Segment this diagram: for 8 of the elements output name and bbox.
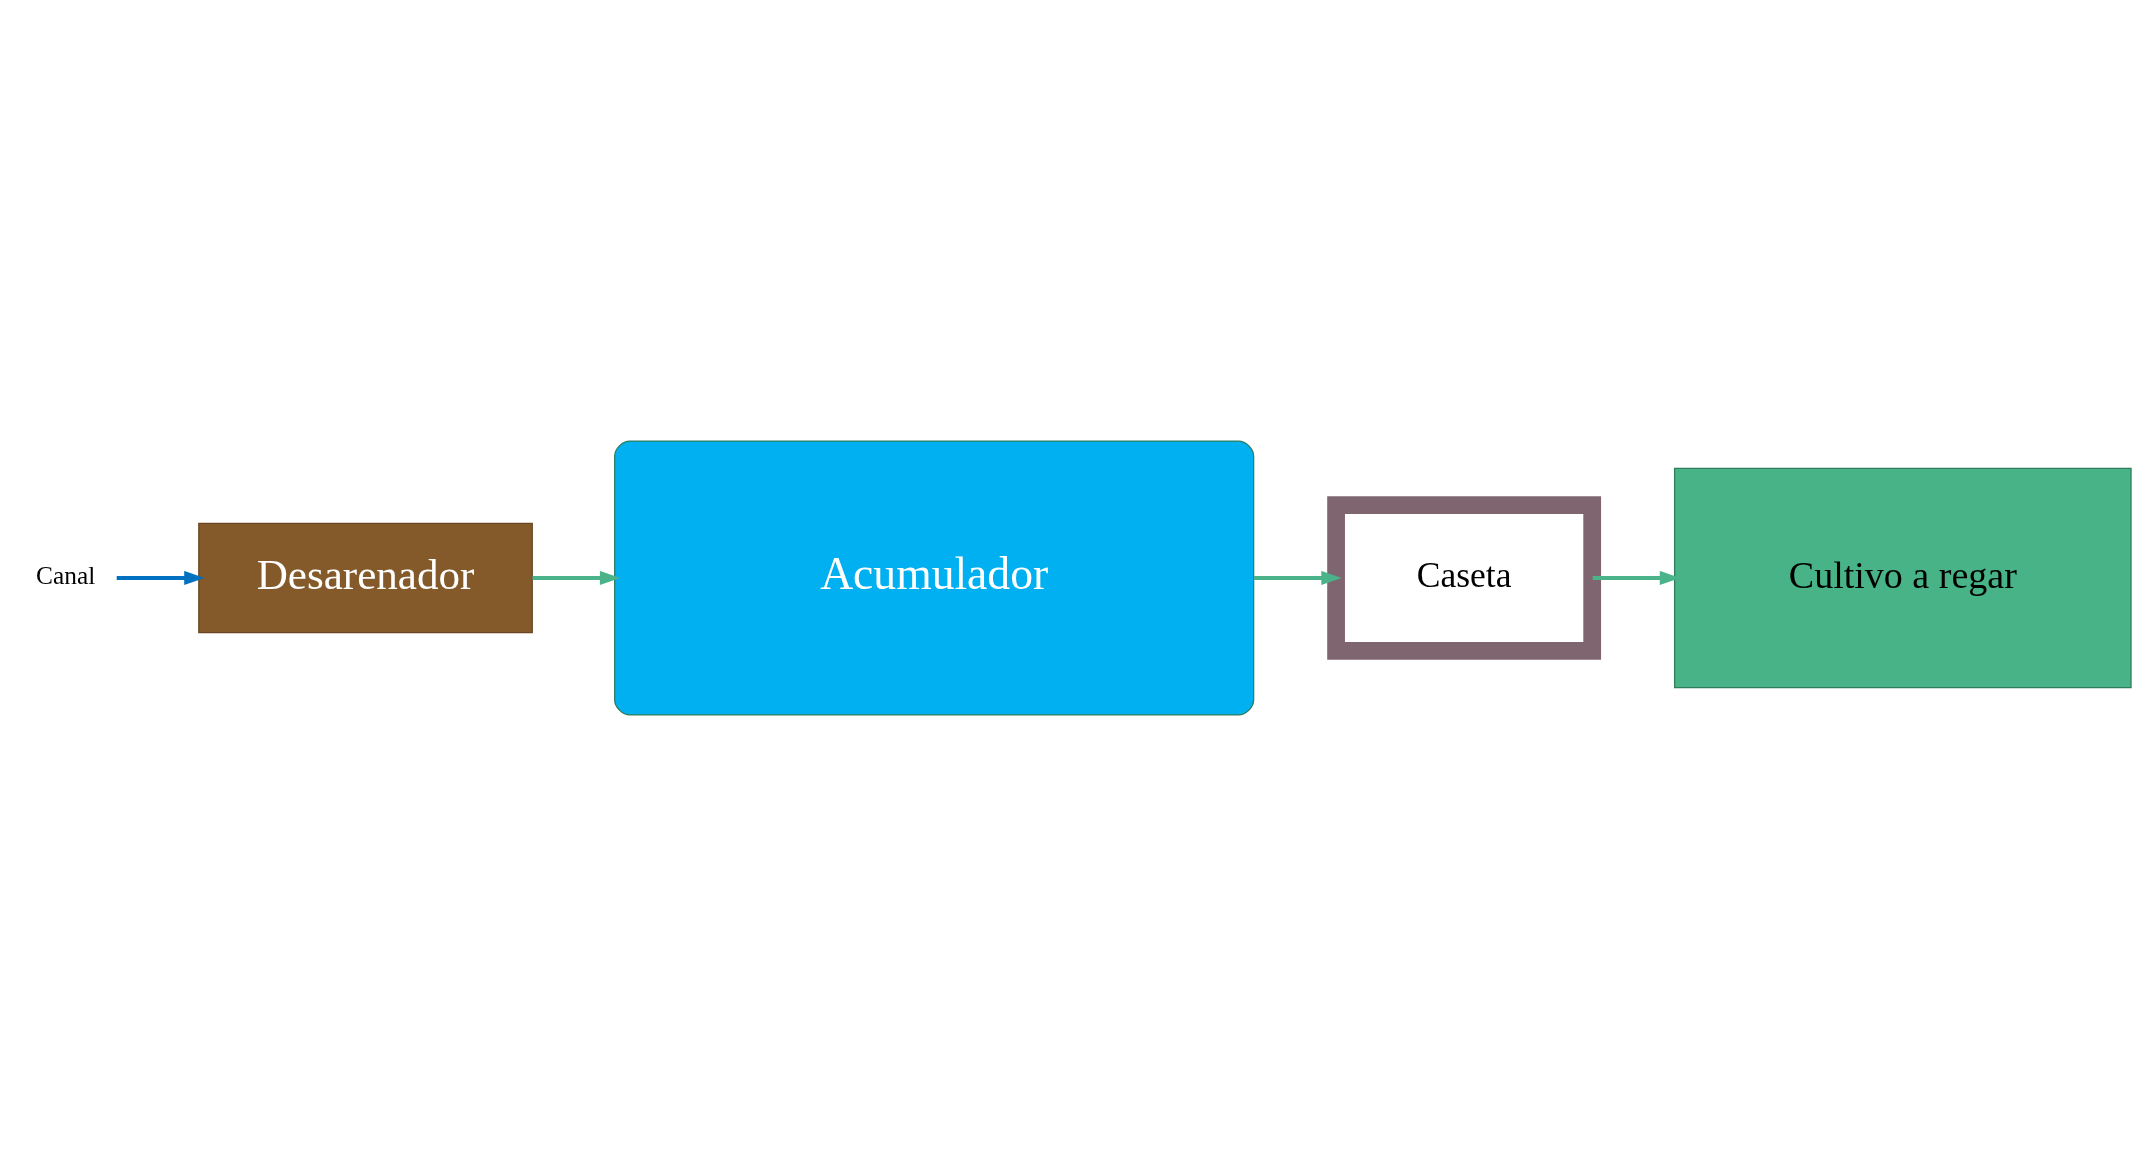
node-box: Cultivo a regar xyxy=(1673,467,2132,688)
node-box: Desarenador xyxy=(198,522,533,633)
arrow xyxy=(532,570,621,585)
node-text: Canal xyxy=(36,560,96,589)
node-box: Acumulador xyxy=(614,439,1255,716)
arrow xyxy=(116,570,205,585)
arrow xyxy=(1254,570,1342,585)
node-box: Caseta xyxy=(1327,495,1602,660)
